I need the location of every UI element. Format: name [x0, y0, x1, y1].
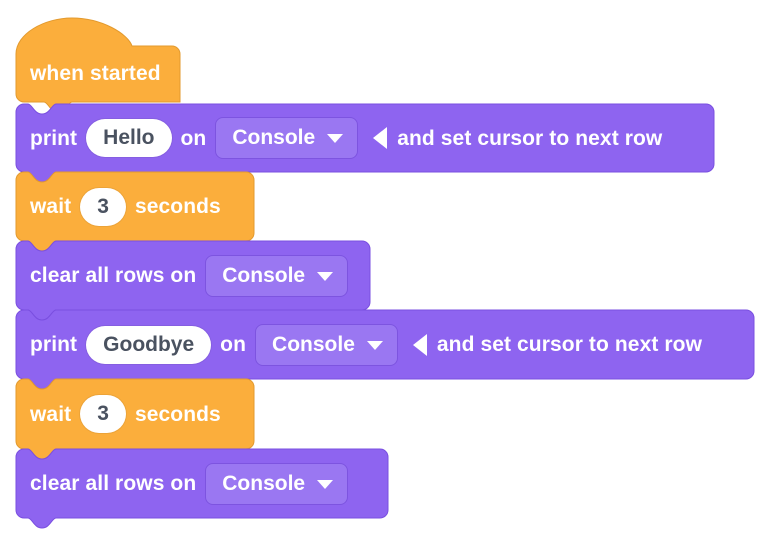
block-clear-all-rows-2[interactable]: clear all rows on Console: [15, 448, 389, 529]
dropdown-console[interactable]: Console: [255, 323, 398, 366]
dropdown-console[interactable]: Console: [205, 254, 349, 297]
block-label-when-started: when started: [30, 61, 161, 85]
dropdown-console[interactable]: Console: [205, 462, 349, 505]
block-label-seconds: seconds: [134, 402, 221, 426]
dropdown-value: Console: [222, 471, 306, 495]
text-input-hello[interactable]: Hello: [86, 119, 172, 157]
chevron-down-icon: [327, 134, 344, 143]
block-label-set-cursor-next-row: and set cursor to next row: [397, 126, 663, 150]
text-input-goodbye[interactable]: Goodbye: [86, 325, 212, 364]
block-clear-all-rows-1[interactable]: clear all rows on Console: [15, 240, 371, 321]
block-print-goodbye[interactable]: print Goodbye on Console and set cursor …: [15, 309, 755, 390]
dropdown-value: Console: [222, 263, 306, 287]
block-label-wait: wait: [30, 402, 72, 426]
dropdown-value: Console: [232, 126, 316, 149]
block-when-started[interactable]: when started: [15, 16, 181, 116]
block-label-print: print: [30, 126, 78, 150]
collapse-left-arrow-icon[interactable]: [412, 333, 427, 356]
block-wait-seconds-1[interactable]: wait 3 seconds: [15, 171, 255, 252]
dropdown-value: Console: [272, 332, 355, 356]
block-label-clear-all-rows-on: clear all rows on: [30, 472, 197, 495]
block-label-set-cursor-next-row: and set cursor to next row: [436, 333, 703, 356]
block-label-wait: wait: [30, 195, 72, 218]
chevron-down-icon: [317, 271, 334, 281]
block-label-print: print: [30, 333, 78, 356]
dropdown-console[interactable]: Console: [215, 117, 359, 159]
block-label-on: on: [220, 333, 247, 356]
block-print-hello[interactable]: print Hello on Console and set cursor to…: [15, 103, 715, 183]
block-label-clear-all-rows-on: clear all rows on: [30, 264, 197, 287]
block-label-on: on: [180, 126, 207, 150]
chevron-down-icon: [366, 340, 383, 350]
number-input-seconds[interactable]: 3: [80, 187, 126, 226]
block-label-seconds: seconds: [134, 195, 221, 218]
chevron-down-icon: [317, 479, 334, 489]
block-wait-seconds-2[interactable]: wait 3 seconds: [15, 378, 255, 460]
collapse-left-arrow-icon[interactable]: [373, 127, 388, 149]
number-input-seconds[interactable]: 3: [80, 395, 126, 433]
